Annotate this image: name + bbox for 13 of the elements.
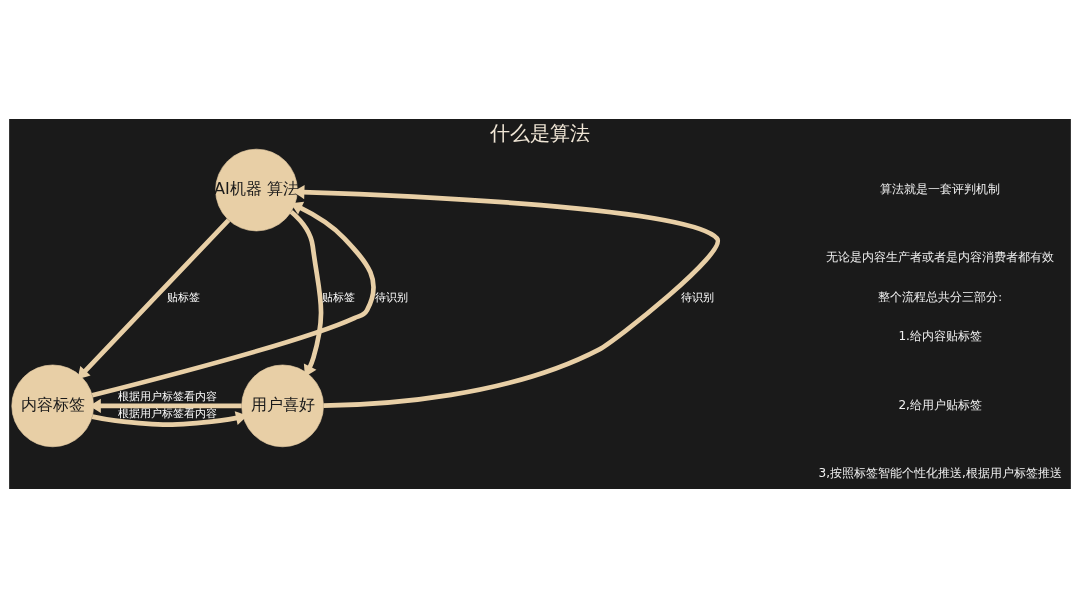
label: 3,按照标签智能个性化推送,根据用户标签推送 [818, 466, 1062, 481]
edge-label: 根据用户标签看内容 [118, 389, 218, 404]
label: 整个流程总共分三部分: [878, 289, 1002, 304]
label: 1.给内容贴标签 [898, 329, 982, 344]
diagram-title: 什么是算法 [490, 121, 590, 146]
label: 无论是内容生产者或者是内容消费者都有效 [826, 250, 1055, 265]
edge-label: 待识别 [681, 289, 715, 304]
edge-label: 待识别 [374, 289, 408, 304]
edge-label: 根据用户标签看内容 [118, 406, 218, 421]
edge-label: 贴标签 [166, 289, 200, 304]
label: 算法就是一套评判机制 [880, 182, 1001, 196]
label: 2,给用户贴标签 [898, 397, 982, 412]
edge-label: 贴标签 [322, 289, 356, 304]
